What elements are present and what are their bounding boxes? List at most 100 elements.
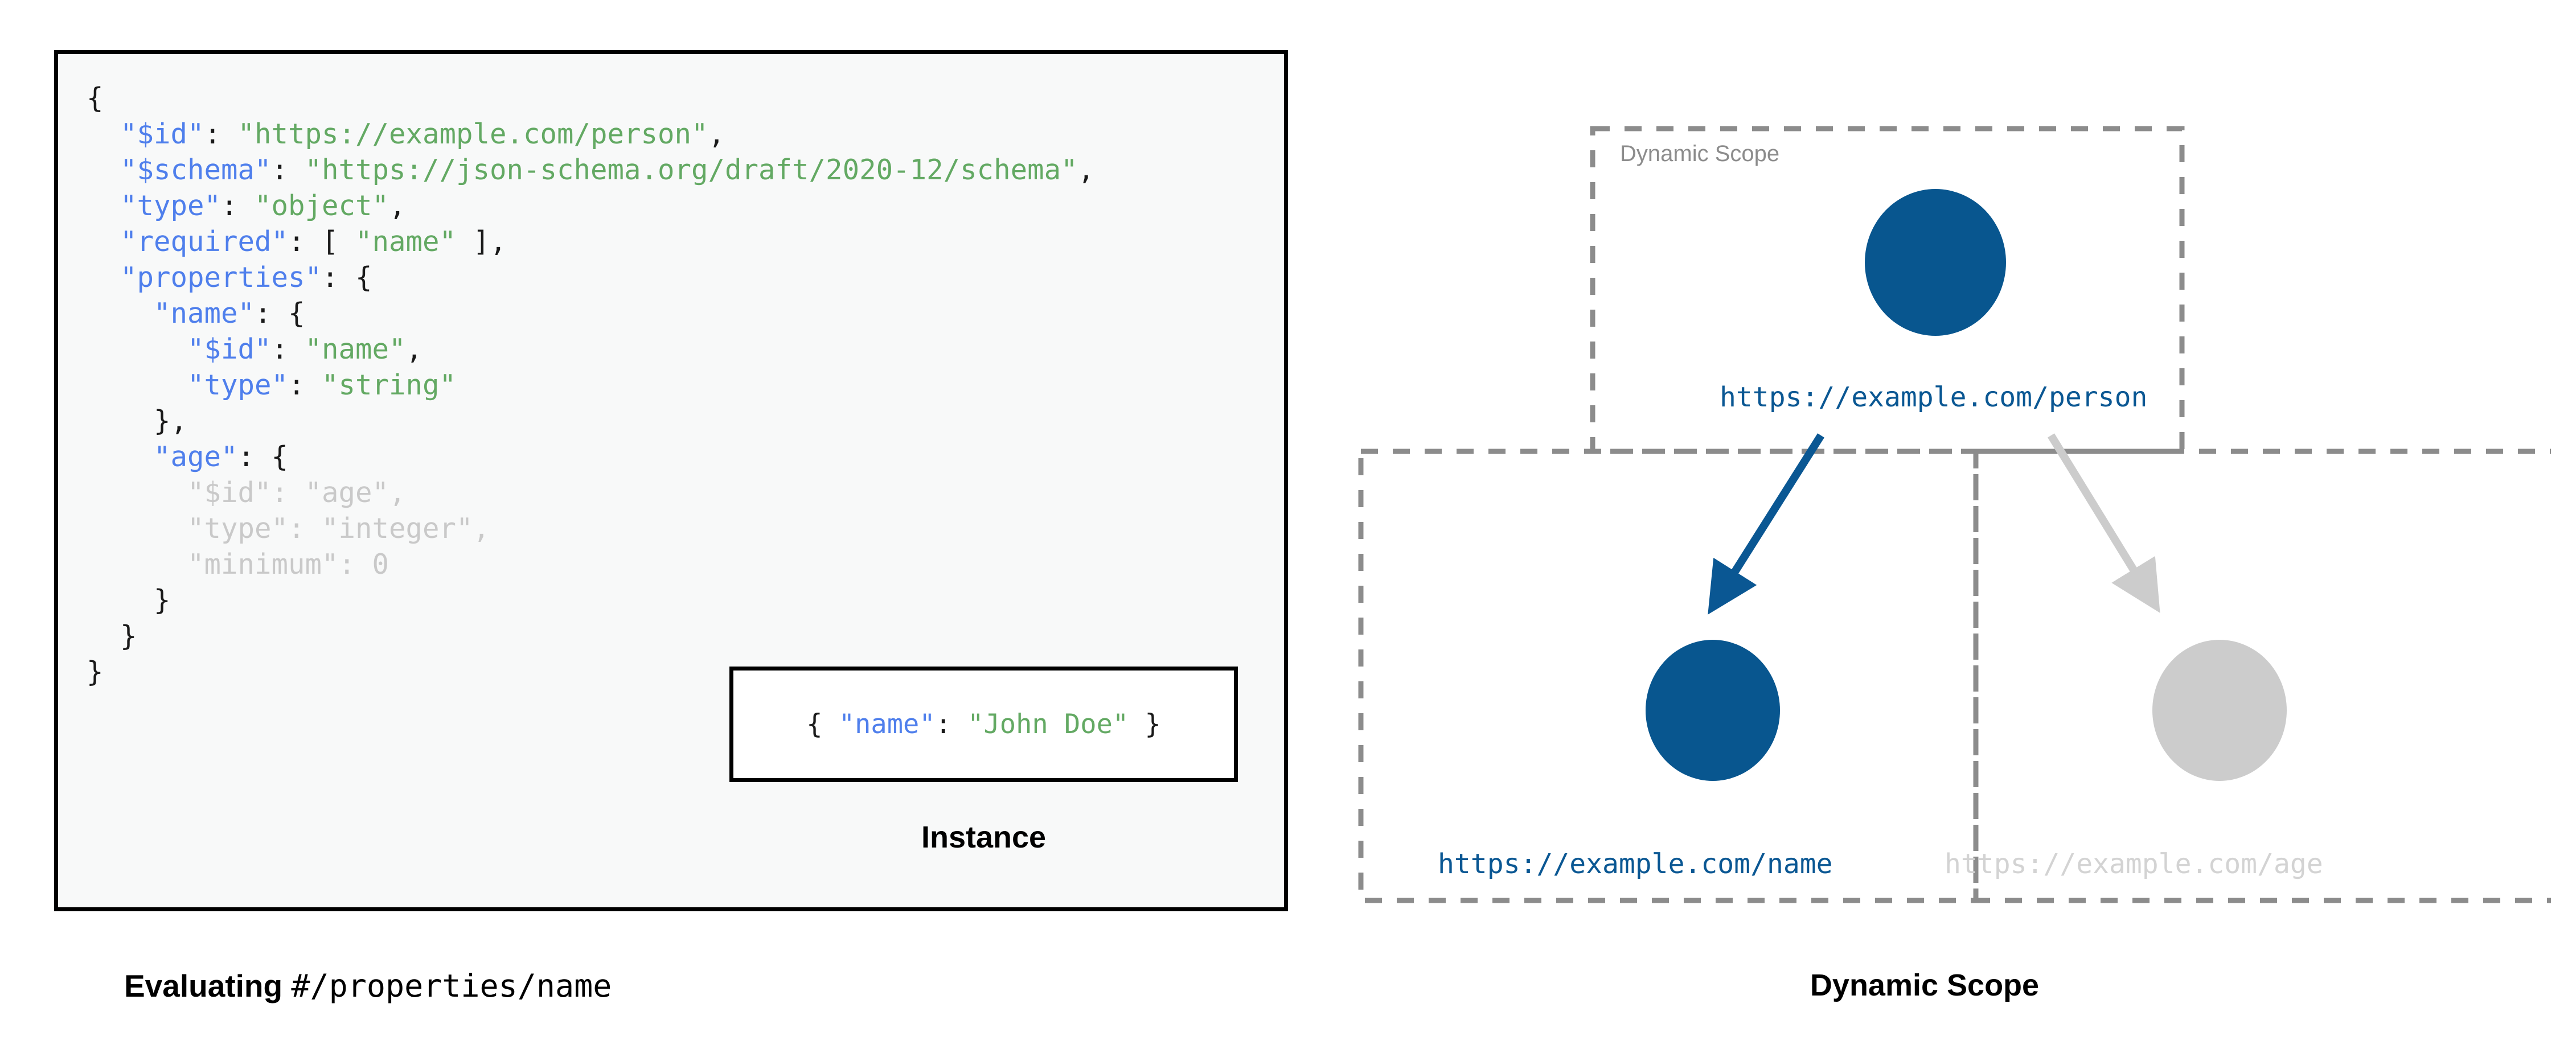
code-line: "age": { <box>87 439 1094 475</box>
code-token: : <box>271 154 305 186</box>
code-line: "properties": { <box>87 260 1094 295</box>
code-line: } <box>87 582 1094 618</box>
code-token: "John Doe" <box>967 709 1129 740</box>
code-token <box>87 190 120 222</box>
edge-person-to-name <box>1708 433 1824 615</box>
code-token: "name" <box>355 225 457 258</box>
code-token: "age" <box>305 476 389 509</box>
evaluating-caption-pointer: #/properties/name <box>291 968 612 1004</box>
instance-caption: Instance <box>921 820 1047 854</box>
scope-box-age <box>1973 449 2551 903</box>
code-line: "minimum": 0 <box>87 546 1094 582</box>
code-token <box>87 476 187 509</box>
code-line: } <box>87 654 1094 690</box>
code-token <box>87 261 120 294</box>
code-token: , <box>389 190 406 222</box>
code-line: "name": { <box>87 295 1094 331</box>
code-token: , <box>1077 154 1095 186</box>
code-token <box>87 225 120 258</box>
code-token: : <box>288 512 322 545</box>
code-token: "name" <box>154 297 255 330</box>
code-token: "type" <box>187 369 289 401</box>
code-token <box>87 441 154 473</box>
node-circle-person <box>1865 189 2006 336</box>
code-token: "type" <box>187 512 289 545</box>
code-token: , <box>405 333 423 365</box>
code-line: "$schema": "https://json-schema.org/draf… <box>87 152 1094 188</box>
code-token: "integer" <box>322 512 473 545</box>
node-circle-age <box>2152 640 2287 781</box>
code-token: } <box>1129 709 1161 740</box>
code-token: "$schema" <box>120 154 272 186</box>
code-line: "type": "string" <box>87 367 1094 403</box>
code-token: } <box>87 620 137 652</box>
code-token: "$id" <box>120 118 204 150</box>
code-token: "https://json-schema.org/draft/2020-12/s… <box>305 154 1078 186</box>
code-token: "minimum" <box>187 548 339 581</box>
instance-code: { "name": "John Doe" } <box>806 709 1161 740</box>
code-token: } <box>87 656 104 688</box>
instance-box: { "name": "John Doe" } <box>729 667 1238 782</box>
node-label-person: https://example.com/person <box>1720 381 2148 413</box>
node-circle-name <box>1646 640 1780 781</box>
code-line: "$id": "https://example.com/person", <box>87 116 1094 152</box>
schema-code-panel: { "$id": "https://example.com/person", "… <box>54 50 1288 911</box>
code-token: "age" <box>154 441 238 473</box>
code-token: , <box>473 512 490 545</box>
code-token: : [ <box>288 225 356 258</box>
code-token: : <box>935 709 968 740</box>
scope-tag-label: Dynamic Scope <box>1620 141 1780 166</box>
scope-boxes-and-arrows <box>1358 126 2551 903</box>
edge-person-to-age <box>2048 433 2160 613</box>
code-token <box>87 333 187 365</box>
code-line: "type": "object", <box>87 188 1094 224</box>
node-label-name: https://example.com/name <box>1438 848 1833 880</box>
dynamic-scope-caption: Dynamic Scope <box>1810 968 2040 1002</box>
code-token: : <box>271 476 305 509</box>
code-line: }, <box>87 403 1094 439</box>
code-token: "name" <box>305 333 406 365</box>
code-line: } <box>87 618 1094 654</box>
code-token: : { <box>322 261 372 294</box>
code-token <box>87 548 187 581</box>
code-line: { <box>87 80 1094 116</box>
scope-box-person <box>1590 126 2185 454</box>
code-token: "name" <box>838 709 936 740</box>
code-token: 0 <box>372 548 389 581</box>
code-line: "$id": "name", <box>87 331 1094 367</box>
code-line: "required": [ "name" ], <box>87 224 1094 260</box>
evaluating-caption: Evaluating #/properties/name <box>124 968 612 1004</box>
code-token: : <box>271 333 305 365</box>
code-token <box>87 297 154 330</box>
code-token: "string" <box>322 369 457 401</box>
node-label-age: https://example.com/age <box>1945 848 2323 880</box>
dynamic-scope-diagram: Dynamic Scope https://example.com/person… <box>1327 68 2551 933</box>
code-token: { <box>87 82 104 114</box>
code-token: : <box>204 118 238 150</box>
code-token: : <box>338 548 372 581</box>
code-line: "$id": "age", <box>87 475 1094 511</box>
code-token: "$id" <box>187 476 272 509</box>
code-token: { <box>806 709 839 740</box>
code-token: , <box>389 476 406 509</box>
code-token: , <box>708 118 725 150</box>
evaluating-caption-prefix: Evaluating <box>124 968 292 1003</box>
schema-code-block: { "$id": "https://example.com/person", "… <box>87 80 1094 690</box>
code-token: }, <box>87 405 188 437</box>
code-token: : { <box>237 441 289 473</box>
code-token <box>87 369 187 401</box>
code-token: } <box>87 584 171 616</box>
code-token: "properties" <box>120 261 322 294</box>
code-token <box>87 512 187 545</box>
code-token: ], <box>456 225 507 258</box>
code-token <box>87 118 120 150</box>
code-token: "$id" <box>187 333 272 365</box>
code-token: : { <box>255 297 305 330</box>
code-token: : <box>288 369 322 401</box>
code-token: "object" <box>255 190 389 222</box>
code-line: "type": "integer", <box>87 511 1094 546</box>
code-token: : <box>221 190 255 222</box>
code-token: "required" <box>120 225 289 258</box>
code-token: "https://example.com/person" <box>237 118 708 150</box>
code-token <box>87 154 120 186</box>
